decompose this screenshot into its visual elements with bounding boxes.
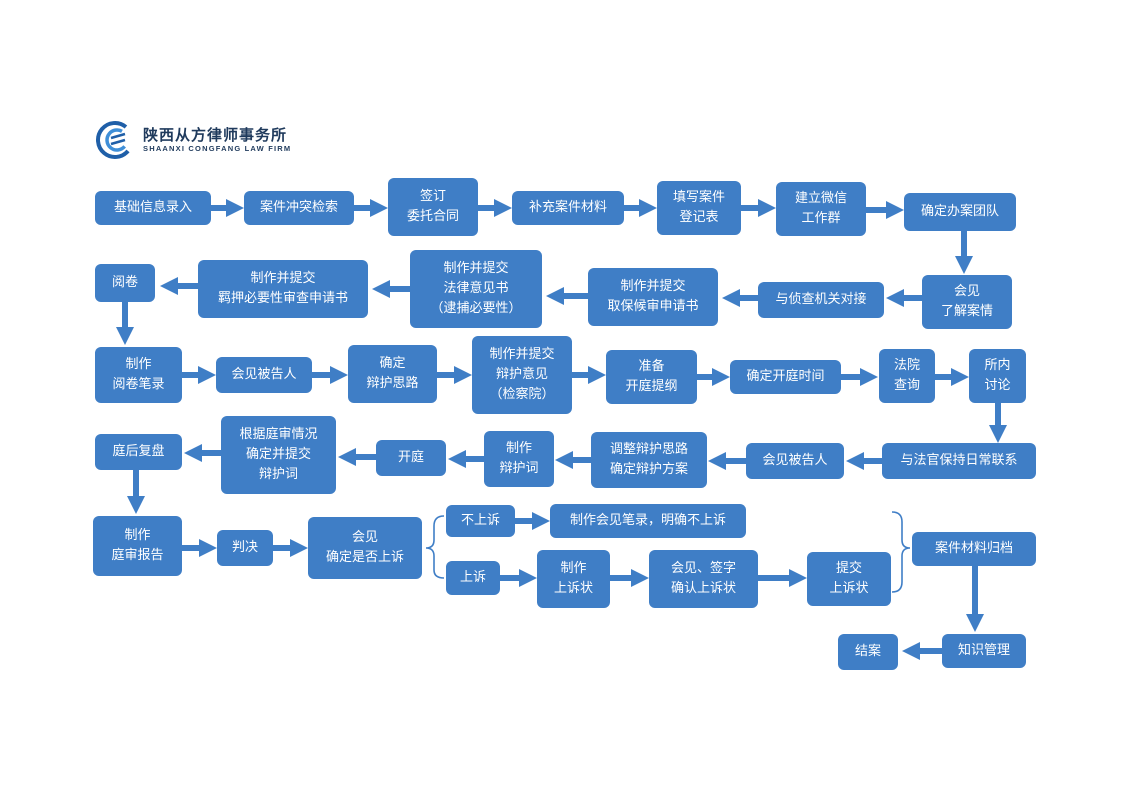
- step-confirm-trial-date: 确定开庭时间: [730, 360, 841, 394]
- step-no-appeal: 不上诉: [446, 505, 515, 537]
- brace-appeal-split: [425, 515, 445, 579]
- step-court-hearing: 开庭: [376, 440, 446, 476]
- step-basic-info-entry: 基础信息录入: [95, 191, 211, 225]
- step-fill-case-registration: 填写案件 登记表: [657, 181, 741, 235]
- step-sign-engagement-contract: 签订 委托合同: [388, 178, 478, 236]
- step-no-appeal-notes: 制作会见笔录，明确不上诉: [550, 504, 746, 538]
- step-make-review-notes: 制作 阅卷笔录: [95, 347, 182, 403]
- step-make-defense-statement: 制作 辩护词: [484, 431, 554, 487]
- brace-archive-merge: [891, 511, 911, 593]
- step-defense-opinion-procuratorate: 制作并提交 辩护意见 （检察院）: [472, 336, 572, 414]
- logo-name-cn: 陕西从方律师事务所: [143, 126, 288, 144]
- step-internal-discussion: 所内 讨论: [969, 349, 1026, 403]
- step-review-files: 阅卷: [95, 264, 155, 302]
- step-archive-case-materials: 案件材料归档: [912, 532, 1036, 566]
- step-detention-review-application: 制作并提交 羁押必要性审查申请书: [198, 260, 368, 318]
- step-liaise-judge: 与法官保持日常联系: [882, 443, 1036, 479]
- step-legal-opinion-arrest: 制作并提交 法律意见书 （逮捕必要性）: [410, 250, 542, 328]
- step-meet-decide-appeal: 会见 确定是否上诉: [308, 517, 422, 579]
- step-post-trial-review: 庭后复盘: [95, 434, 182, 470]
- step-submit-appeal: 提交 上诉状: [807, 552, 891, 606]
- step-meet-understand-case: 会见 了解案情: [922, 275, 1012, 329]
- logo-emblem-icon: [96, 121, 134, 159]
- step-determine-team: 确定办案团队: [904, 193, 1016, 231]
- step-court-inquiry: 法院 查询: [879, 349, 935, 403]
- step-make-appeal-petition: 制作 上诉状: [537, 550, 610, 608]
- step-supplement-case-materials: 补充案件材料: [512, 191, 624, 225]
- step-liaise-investigation-agency: 与侦查机关对接: [758, 282, 884, 318]
- step-meet-defendant-1: 会见被告人: [216, 357, 312, 393]
- step-knowledge-management: 知识管理: [942, 634, 1026, 668]
- step-meet-defendant-2: 会见被告人: [746, 443, 844, 479]
- step-case-closed: 结案: [838, 634, 898, 670]
- step-bail-application: 制作并提交 取保候审申请书: [588, 268, 718, 326]
- step-trial-report: 制作 庭审报告: [93, 516, 182, 576]
- step-case-conflict-check: 案件冲突检索: [244, 191, 354, 225]
- step-create-wechat-group: 建立微信 工作群: [776, 182, 866, 236]
- step-sign-confirm-appeal: 会见、签字 确认上诉状: [649, 550, 758, 608]
- logo-name-en: SHAANXI CONGFANG LAW FIRM: [143, 144, 292, 153]
- step-determine-defense-strategy: 确定 辩护思路: [348, 345, 437, 403]
- step-appeal: 上诉: [446, 561, 500, 595]
- step-judgment: 判决: [217, 530, 273, 566]
- step-prepare-trial-outline: 准备 开庭提纲: [606, 350, 697, 404]
- law-firm-logo: 陕西从方律师事务所 SHAANXI CONGFANG LAW FIRM: [95, 120, 355, 162]
- step-submit-final-defense: 根据庭审情况 确定并提交 辩护词: [221, 416, 336, 494]
- step-adjust-defense-plan: 调整辩护思路 确定辩护方案: [591, 432, 707, 488]
